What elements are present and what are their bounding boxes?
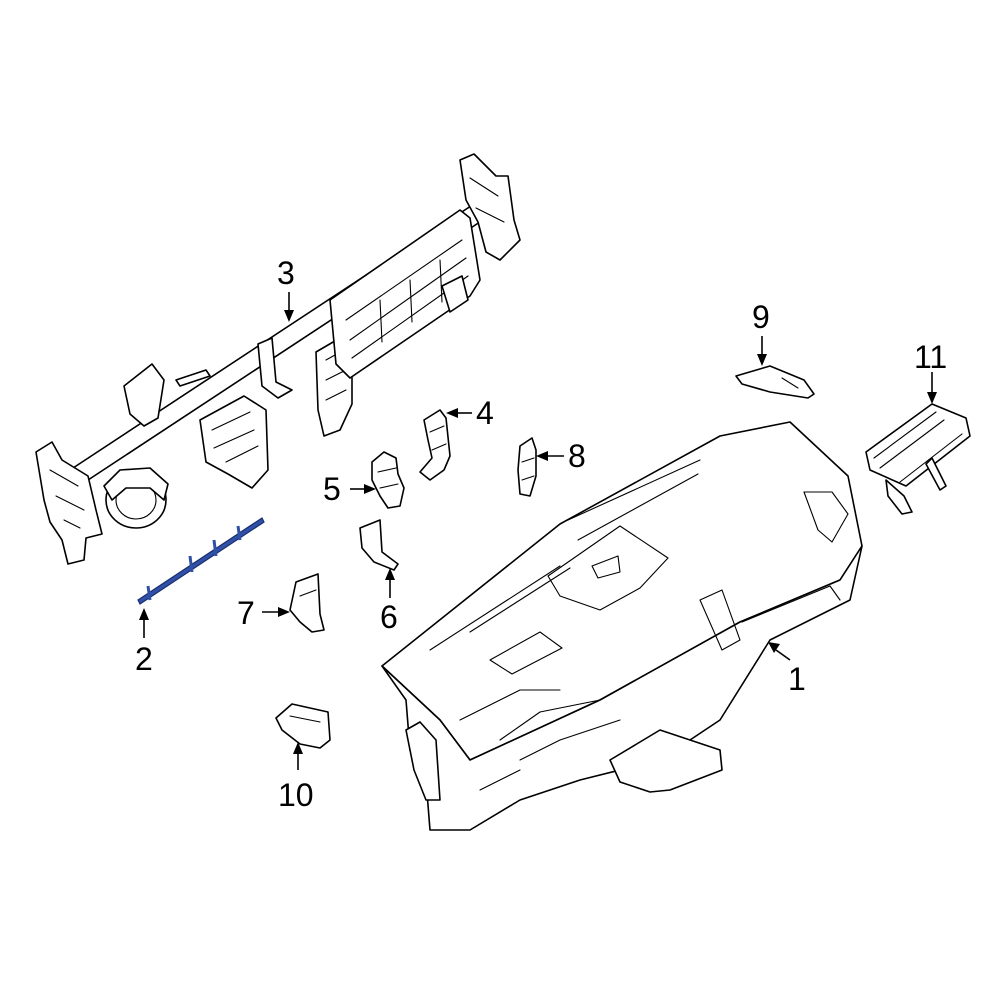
leader-lines — [139, 292, 937, 770]
callout-4: 4 — [476, 395, 494, 431]
callout-1: 1 — [788, 661, 806, 697]
part-2-support-bar[interactable] — [137, 517, 265, 605]
callout-9: 9 — [752, 299, 770, 335]
part-8-bracket[interactable] — [517, 437, 537, 497]
callout-6: 6 — [380, 599, 398, 635]
callout-labels: 3 2 4 5 6 7 8 9 11 1 10 — [135, 255, 947, 813]
part-9-cover[interactable] — [735, 365, 815, 399]
part-7-bracket[interactable] — [289, 573, 325, 633]
part-10-bracket[interactable] — [275, 703, 331, 749]
part-1-instrument-panel[interactable] — [381, 421, 863, 831]
part-6-bracket[interactable] — [359, 519, 399, 571]
part-4-bracket[interactable] — [419, 409, 451, 481]
part-5-bracket[interactable] — [371, 451, 405, 509]
callout-10: 10 — [278, 777, 314, 813]
callout-7: 7 — [237, 595, 255, 631]
callout-11: 11 — [914, 339, 947, 375]
part-3-cross-car-beam[interactable] — [35, 153, 521, 565]
callout-3: 3 — [277, 255, 295, 291]
callout-8: 8 — [568, 438, 586, 474]
callout-2: 2 — [135, 641, 153, 677]
callout-5: 5 — [323, 471, 341, 507]
part-11-airbag-module[interactable] — [865, 403, 971, 515]
